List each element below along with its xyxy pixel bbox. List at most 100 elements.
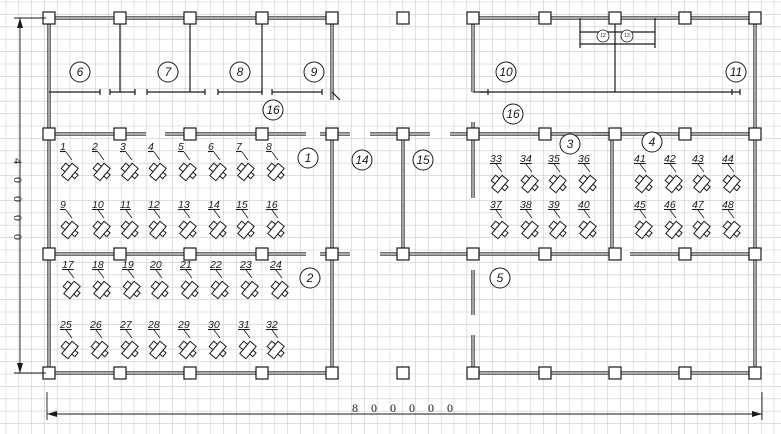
machine-icon — [722, 174, 741, 194]
machine-icon — [148, 220, 167, 240]
machine-icon — [148, 162, 167, 182]
machine-icon — [270, 280, 289, 300]
machine-icon — [664, 174, 683, 194]
workstation-number: 25 — [59, 319, 72, 331]
column-square — [678, 127, 692, 141]
workstation: 8 — [266, 141, 285, 182]
zone-number: 16 — [506, 107, 520, 121]
workstation-number: 1 — [60, 141, 66, 153]
small-marker: 12 — [596, 29, 610, 43]
machine-icon — [722, 220, 741, 240]
machine-icon — [208, 162, 227, 182]
machine-icon — [120, 220, 139, 240]
structural-columns — [42, 11, 762, 380]
workstation-number: 48 — [722, 199, 734, 211]
workstation: 38 — [520, 199, 539, 240]
column-square — [113, 247, 127, 261]
workstation-number: 44 — [722, 153, 734, 165]
workstation: 13 — [178, 199, 197, 240]
machine-icon — [150, 280, 169, 300]
workstation: 27 — [119, 319, 139, 360]
machine-icon — [490, 174, 509, 194]
workstation: 18 — [92, 259, 111, 300]
workstation: 17 — [62, 259, 81, 300]
workstation: 28 — [147, 319, 167, 360]
column-square — [748, 127, 762, 141]
zone-number: 10 — [499, 65, 513, 79]
machine-icon — [92, 162, 111, 182]
workstation-number: 2 — [91, 141, 98, 153]
workstation: 44 — [722, 153, 741, 194]
workstation: 30 — [208, 319, 227, 360]
zone-marker: 1 — [297, 147, 319, 169]
workstation-number: 18 — [92, 259, 104, 271]
workstation-number: 41 — [634, 153, 646, 165]
machine-icon — [178, 162, 197, 182]
workstation-number: 7 — [236, 141, 243, 153]
zone-marker: 7 — [157, 61, 179, 83]
workstation: 35 — [548, 153, 567, 194]
column-square — [538, 366, 552, 380]
width-dimension-label: 8 0 0 0 0 0 — [352, 401, 458, 415]
workstation: 32 — [266, 319, 285, 360]
zone-number: 4 — [649, 135, 656, 149]
workstation-number: 29 — [177, 319, 190, 331]
workstation-number: 3 — [120, 141, 126, 153]
workstation-number: 34 — [520, 153, 532, 165]
workstation: 12 — [148, 199, 167, 240]
workstation: 16 — [266, 199, 285, 240]
machine-icon — [92, 220, 111, 240]
workstation-number: 22 — [209, 259, 222, 271]
machine-icon — [92, 280, 111, 300]
column-square — [113, 127, 127, 141]
workstation-number: 4 — [148, 141, 154, 153]
column-square — [396, 11, 410, 25]
zone-number: 3 — [567, 137, 574, 151]
dimension-lines: 8 0 0 0 0 0 4 0 0 0 0 — [11, 17, 763, 420]
zone-marker: 16 — [502, 103, 524, 125]
workstation-number: 6 — [208, 141, 214, 153]
column-square — [42, 247, 56, 261]
workstation: 15 — [236, 199, 255, 240]
column-square — [396, 247, 410, 261]
column-square — [748, 247, 762, 261]
zone-number: 6 — [77, 65, 84, 79]
column-square — [748, 366, 762, 380]
workstation-number: 15 — [236, 199, 248, 211]
workstation-number: 31 — [238, 319, 250, 331]
workstation-number: 24 — [269, 259, 282, 271]
workstation: 46 — [664, 199, 683, 240]
column-square — [608, 366, 622, 380]
column-square — [466, 11, 480, 25]
machine-icon — [548, 220, 567, 240]
workstation: 4 — [148, 141, 167, 182]
machine-icon — [490, 220, 509, 240]
machine-icon — [548, 174, 567, 194]
column-square — [466, 127, 480, 141]
height-dimension-label: 4 0 0 0 0 — [11, 158, 25, 245]
column-square — [466, 366, 480, 380]
workstation: 1 — [60, 141, 79, 182]
workstation: 10 — [92, 199, 111, 240]
zone-marker: 11 — [725, 61, 747, 83]
column-square — [113, 11, 127, 25]
zone-marker: 10 — [495, 61, 517, 83]
workstation-number: 20 — [149, 259, 162, 271]
column-square — [538, 247, 552, 261]
column-square — [325, 11, 339, 25]
machine-icon — [180, 280, 199, 300]
partition-line — [331, 91, 341, 101]
machine-icon — [60, 340, 79, 360]
machine-icon — [664, 220, 683, 240]
zone-marker: 6 — [69, 61, 91, 83]
workstation-number: 35 — [548, 153, 560, 165]
machine-icon — [266, 340, 285, 360]
workstation: 33 — [490, 153, 509, 194]
workstation-number: 38 — [520, 199, 532, 211]
zone-marker: 2 — [299, 267, 321, 289]
machine-icon — [236, 220, 255, 240]
workstation-number: 46 — [664, 199, 676, 211]
workstation-number: 28 — [147, 319, 160, 331]
